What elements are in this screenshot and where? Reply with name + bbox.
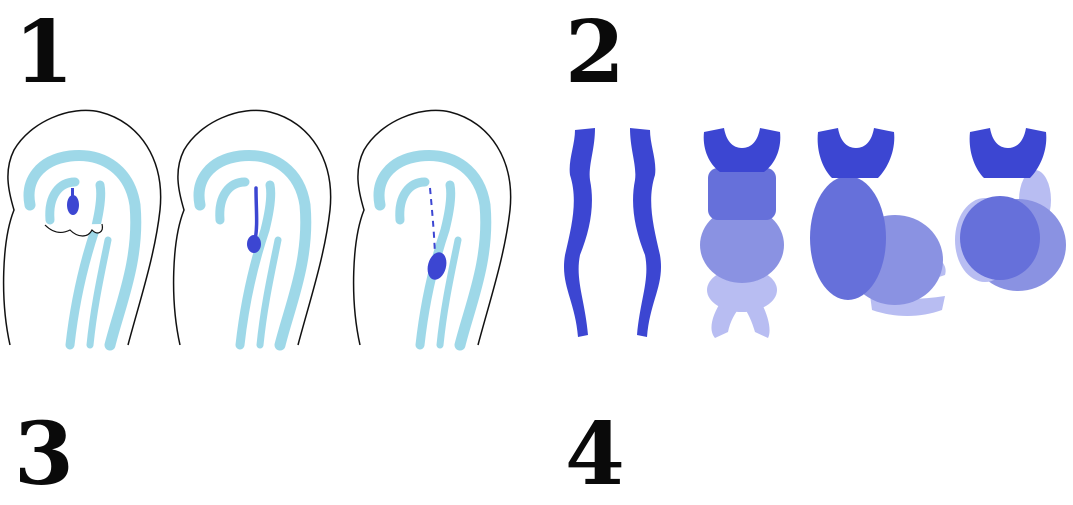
- heart-looping-stage-2: [810, 128, 946, 316]
- heart-looping-stage-1: [700, 128, 784, 338]
- heart-tube-bulb: [247, 235, 261, 253]
- embryo-stage-1: [4, 110, 161, 345]
- heart-looping-stage-3: [955, 128, 1066, 291]
- embryo-stage-2: [174, 110, 331, 345]
- heart-tube-stalk: [255, 188, 257, 240]
- figure-canvas: [0, 0, 1073, 441]
- paired-heart-tubes: [564, 128, 661, 337]
- embryo-stage-3: [354, 110, 511, 345]
